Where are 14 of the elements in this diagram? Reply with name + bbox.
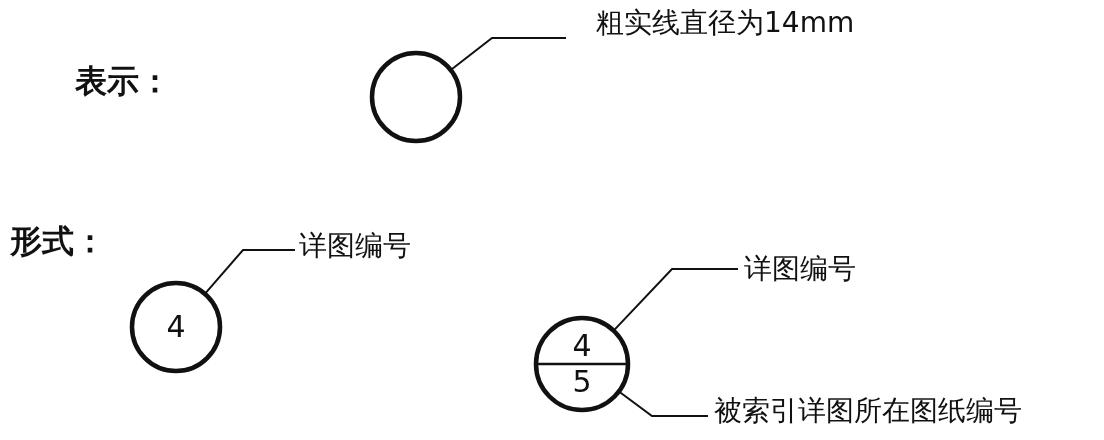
index-circle [369, 50, 463, 144]
index-circle [129, 280, 223, 374]
callout-text: 粗实线直径为14mm [596, 6, 855, 40]
section-heading: 表示： [75, 62, 171, 100]
detail-number: 4 [165, 311, 187, 343]
leader-line [612, 268, 739, 332]
callout-text: 详图编号 [744, 252, 856, 286]
callout-text: 被索引详图所在图纸编号 [714, 394, 1022, 428]
leader-line [203, 249, 296, 295]
section-heading: 形式： [10, 222, 106, 260]
detail-number: 5 [571, 366, 593, 398]
split-index-circle [533, 315, 631, 413]
detail-number: 4 [571, 330, 593, 362]
callout-text: 详图编号 [299, 229, 411, 263]
